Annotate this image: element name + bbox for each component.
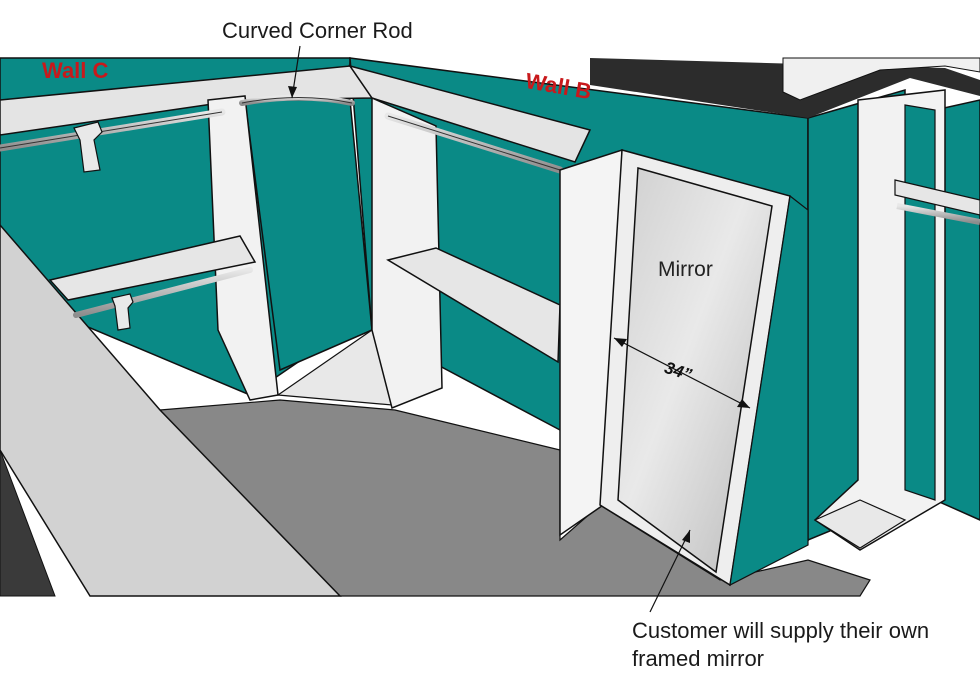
mirror-edge [729, 194, 809, 587]
center-tower [371, 96, 443, 410]
island-top [0, 223, 342, 597]
mirror-glass [617, 167, 773, 574]
right-tower-base [813, 499, 907, 549]
island-side [0, 449, 56, 597]
right-tower-inner [904, 104, 936, 501]
wall-c-shelf [48, 235, 257, 301]
wall-c-label: Wall C [42, 58, 109, 83]
mirror-note-line2: framed mirror [632, 646, 765, 671]
mirror-note-leader [649, 529, 691, 613]
right-tower-rod [896, 203, 980, 225]
corner-rod-callout: Curved Corner Rod [222, 18, 413, 43]
right-tower-shelf [894, 179, 980, 216]
top-shelf-b [348, 64, 592, 163]
rod-bracket-upper [73, 121, 103, 173]
wall-c-lower-rod [73, 267, 253, 318]
mirror-note-line1: Customer will supply their own [632, 618, 930, 643]
ceiling-block [782, 57, 980, 101]
mirror-width-dimension-line [613, 337, 751, 409]
rod-bracket-lower [111, 293, 134, 331]
mirror-label: Mirror [658, 258, 713, 281]
